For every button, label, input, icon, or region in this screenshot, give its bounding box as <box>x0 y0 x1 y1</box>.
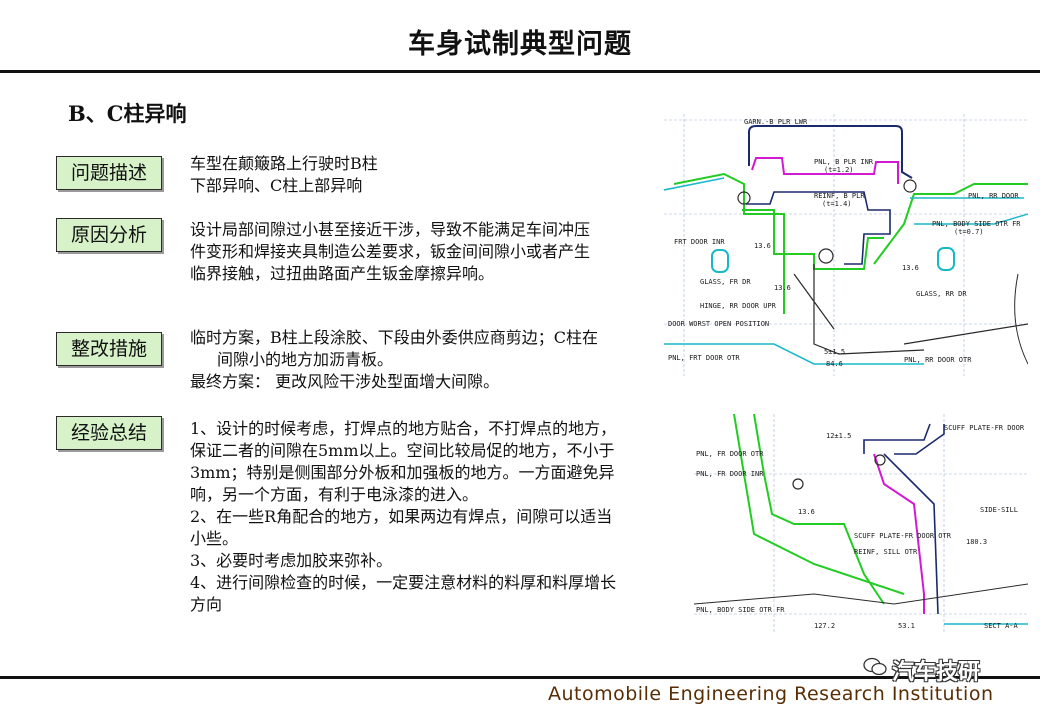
label-door-worst: DOOR WORST OPEN POSITION <box>668 320 769 328</box>
footer-institution: Automobile Engineering Research Institut… <box>548 683 994 705</box>
text-line: 小些。 <box>190 529 239 548</box>
label-hinge: HINGE, RR DOOR UPR <box>700 302 777 310</box>
label-scuff-upper: SCUFF PLATE-FR DOOR <box>944 424 1025 432</box>
label-pnl-rr-otr: PNL, RR DOOR OTR <box>904 356 972 364</box>
dim-12: 12±1.5 <box>826 432 851 440</box>
label-t12: (t=1.2) <box>824 166 854 174</box>
text-line: 2、在一些R角配合的地方，如果两边有焊点，间隙可以适当 <box>190 507 613 526</box>
label-frt-door-inr: FRT DOOR INR <box>674 238 725 246</box>
problem-text: 车型在颠簸路上行驶时B柱 下部异响、C柱上部异响 <box>190 153 450 197</box>
text-line: 设计局部间隙过小甚至接近干涉，导致不能满足车间冲压 <box>190 220 591 239</box>
label-t07: (t=0.7) <box>954 228 984 236</box>
cause-label: 原因分析 <box>56 218 162 252</box>
lesson-label: 经验总结 <box>56 416 162 450</box>
page-title: 车身试制典型问题 <box>408 29 632 60</box>
text-line: 临时方案，B柱上段涂胶、下段由外委供应商剪边；C柱在 <box>190 328 599 347</box>
label-scuff-otr: SCUFF PLATE-FR DOOR OTR <box>854 532 952 540</box>
text-line: 车型在颠簸路上行驶时B柱 <box>190 154 378 173</box>
label-reinf: REINF, B PLR <box>814 192 865 200</box>
label-pnl-rr-door: PNL, RR DOOR <box>968 192 1019 200</box>
label-t14: (t=1.4) <box>822 200 852 208</box>
label-pnl-fr-otr: PNL, FR DOOR OTR <box>696 450 764 458</box>
text-line: 间隙小的地方加沥青板。 <box>217 350 394 369</box>
dim-180-3: 180.3 <box>966 538 987 546</box>
fix-label: 整改措施 <box>56 332 162 366</box>
dim-13-6: 13.6 <box>798 508 815 516</box>
text-line: 件变形和焊接夹具制造公差要求，钣金间间隙小或者产生 <box>190 242 591 261</box>
label-glass-rr: GLASS, RR DR <box>916 290 967 298</box>
dim-84-6: 84.6 <box>826 360 843 368</box>
text-line: 最终方案： 更改风险干涉处型面增大间隙。 <box>190 372 500 391</box>
wechat-icon <box>863 657 887 676</box>
label-glass-fr: GLASS, FR DR <box>700 278 751 286</box>
dim-13-6-a: 13.6 <box>754 242 771 250</box>
watermark-text: 汽车技研 <box>892 660 981 685</box>
b-pillar-section-drawing: GARN.-B PLR LWR PNL, B PLR INR (t=1.2) R… <box>664 114 1028 376</box>
label-pnl-fr-inr: PNL, FR DOOR INR <box>696 470 764 478</box>
text-line: 保证二者的间隙在5mm以上。空间比较局促的地方，不小于 <box>190 441 615 460</box>
text-line: 下部异响、C柱上部异响 <box>190 176 363 195</box>
label-garn: GARN.-B PLR LWR <box>744 118 808 126</box>
text-line: 4、进行间隙检查的时候，一定要注意材料的料厚和料厚增长 <box>190 573 617 592</box>
header-divider <box>0 70 1040 73</box>
text-line: 3、必要时考虑加胶来弥补。 <box>190 551 393 570</box>
label-body-side: PNL, BODY SIDE OTR FR <box>932 220 1021 228</box>
dim-5: 5±1.5 <box>824 348 845 356</box>
dim-53-1: 53.1 <box>898 622 915 630</box>
dim-127-2: 127.2 <box>814 622 835 630</box>
label-side-sill: SIDE-SILL <box>980 506 1018 514</box>
cause-text: 设计局部间隙过小甚至接近干涉，导致不能满足车间冲压 件变形和焊接夹具制造公差要求… <box>190 219 660 285</box>
c-pillar-section-drawing: SCUFF PLATE-FR DOOR PNL, FR DOOR OTR PNL… <box>694 414 1028 632</box>
label-reinf-sill: REINF, SILL OTR <box>854 548 918 556</box>
text-line: 方向 <box>190 595 223 614</box>
section-subtitle: B、C柱异响 <box>68 101 187 126</box>
dim-13-6-b: 13.6 <box>774 284 791 292</box>
label-pnl-inr: PNL, B PLR INR <box>814 158 874 166</box>
lesson-text: 1、设计的时候考虑，打焊点的地方贴合，不打焊点的地方， 保证二者的间隙在5mm以… <box>190 418 686 616</box>
problem-label: 问题描述 <box>56 156 162 190</box>
label-pnl-frt-otr: PNL, FRT DOOR OTR <box>668 354 740 362</box>
dim-13-6-c: 13.6 <box>902 264 919 272</box>
text-line: 临界接触，过扭曲路面产生钣金摩擦异响。 <box>190 264 495 283</box>
footer-divider <box>0 676 1040 679</box>
label-sect: SECT A-A <box>984 622 1019 630</box>
text-line: 响，另一个方面，有利于电泳漆的进入。 <box>190 485 479 504</box>
text-line: 3mm；特别是侧围部分外板和加强板的地方。一方面避免异 <box>190 463 615 482</box>
text-line: 1、设计的时候考虑，打焊点的地方贴合，不打焊点的地方， <box>190 419 617 438</box>
fix-text: 临时方案，B柱上段涂胶、下段由外委供应商剪边；C柱在 间隙小的地方加沥青板。 最… <box>190 327 660 393</box>
label-pnl-body-fr: PNL, BODY SIDE OTR FR <box>696 606 785 614</box>
